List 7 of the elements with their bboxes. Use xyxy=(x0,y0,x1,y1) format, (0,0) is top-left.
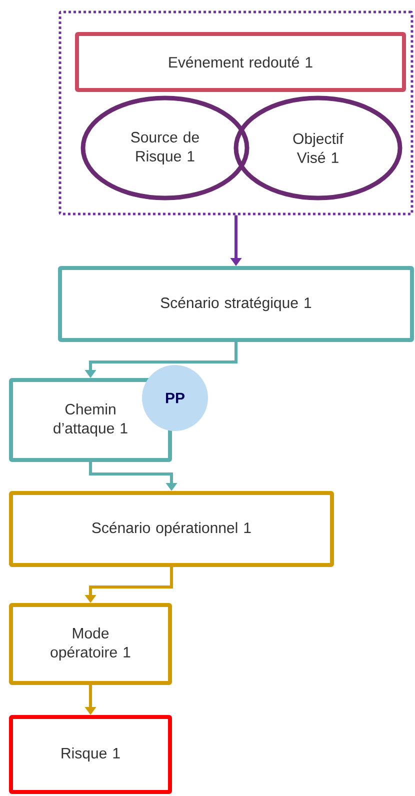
event-box: Evénement redouté 1 xyxy=(75,32,406,92)
mode-box: Mode opératoire 1 xyxy=(9,603,172,685)
dotted-frame xyxy=(58,10,414,216)
scenario-box: Scénario stratégique 1 xyxy=(58,266,414,342)
scenario-box: Scénario opérationnel 1 xyxy=(9,491,334,567)
risk-box: Risque 1 xyxy=(9,715,172,794)
pp-badge: PP xyxy=(142,365,208,431)
